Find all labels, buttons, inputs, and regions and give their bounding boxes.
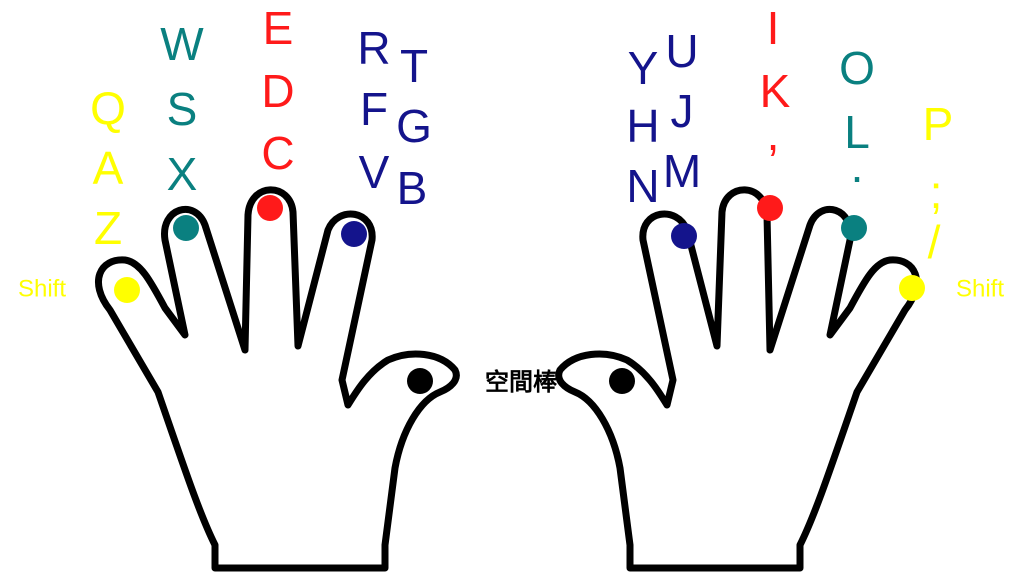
key-slash: / (928, 216, 941, 268)
key-r: R (357, 22, 390, 74)
key-j: J (671, 85, 694, 137)
key-v: V (359, 146, 390, 198)
key-e: E (263, 2, 294, 54)
left-thumb-dot (407, 368, 433, 394)
key-comma: , (767, 108, 780, 160)
right-ring-dot (841, 215, 867, 241)
left-ring-dot (173, 215, 199, 241)
key-t: T (400, 40, 428, 92)
key-g: G (396, 100, 432, 152)
key-w: W (160, 18, 204, 70)
key-n: N (626, 160, 659, 212)
key-b: B (397, 162, 428, 214)
key-period: . (851, 140, 864, 192)
key-i: I (767, 2, 780, 54)
key-c: C (261, 127, 294, 179)
left-middle-dot (257, 195, 283, 221)
key-a: A (93, 142, 124, 194)
left-index-dot (341, 221, 367, 247)
right-middle-dot (757, 195, 783, 221)
key-o: O (839, 42, 875, 94)
key-f: F (360, 83, 388, 135)
key-q: Q (90, 82, 126, 134)
right-thumb-dot (609, 368, 635, 394)
left-hand-outline (95, 186, 460, 572)
space-bar-label: 空間棒 (485, 368, 558, 396)
key-m: M (663, 145, 701, 197)
key-s: S (167, 83, 198, 135)
key-z: Z (94, 202, 122, 254)
key-h: H (626, 100, 659, 152)
right-index-dot (671, 223, 697, 249)
key-l: L (844, 106, 870, 158)
left-shift-label: Shift (18, 275, 66, 302)
key-y: Y (628, 42, 659, 94)
right-pinky-dot (899, 275, 925, 301)
key-k: K (760, 65, 791, 117)
key-semicolon: ; (930, 166, 943, 218)
right-shift-label: Shift (956, 275, 1004, 302)
key-d: D (261, 65, 294, 117)
key-u: U (665, 25, 698, 77)
key-x: X (167, 148, 198, 200)
key-p: P (923, 98, 954, 150)
left-pinky-dot (114, 277, 140, 303)
